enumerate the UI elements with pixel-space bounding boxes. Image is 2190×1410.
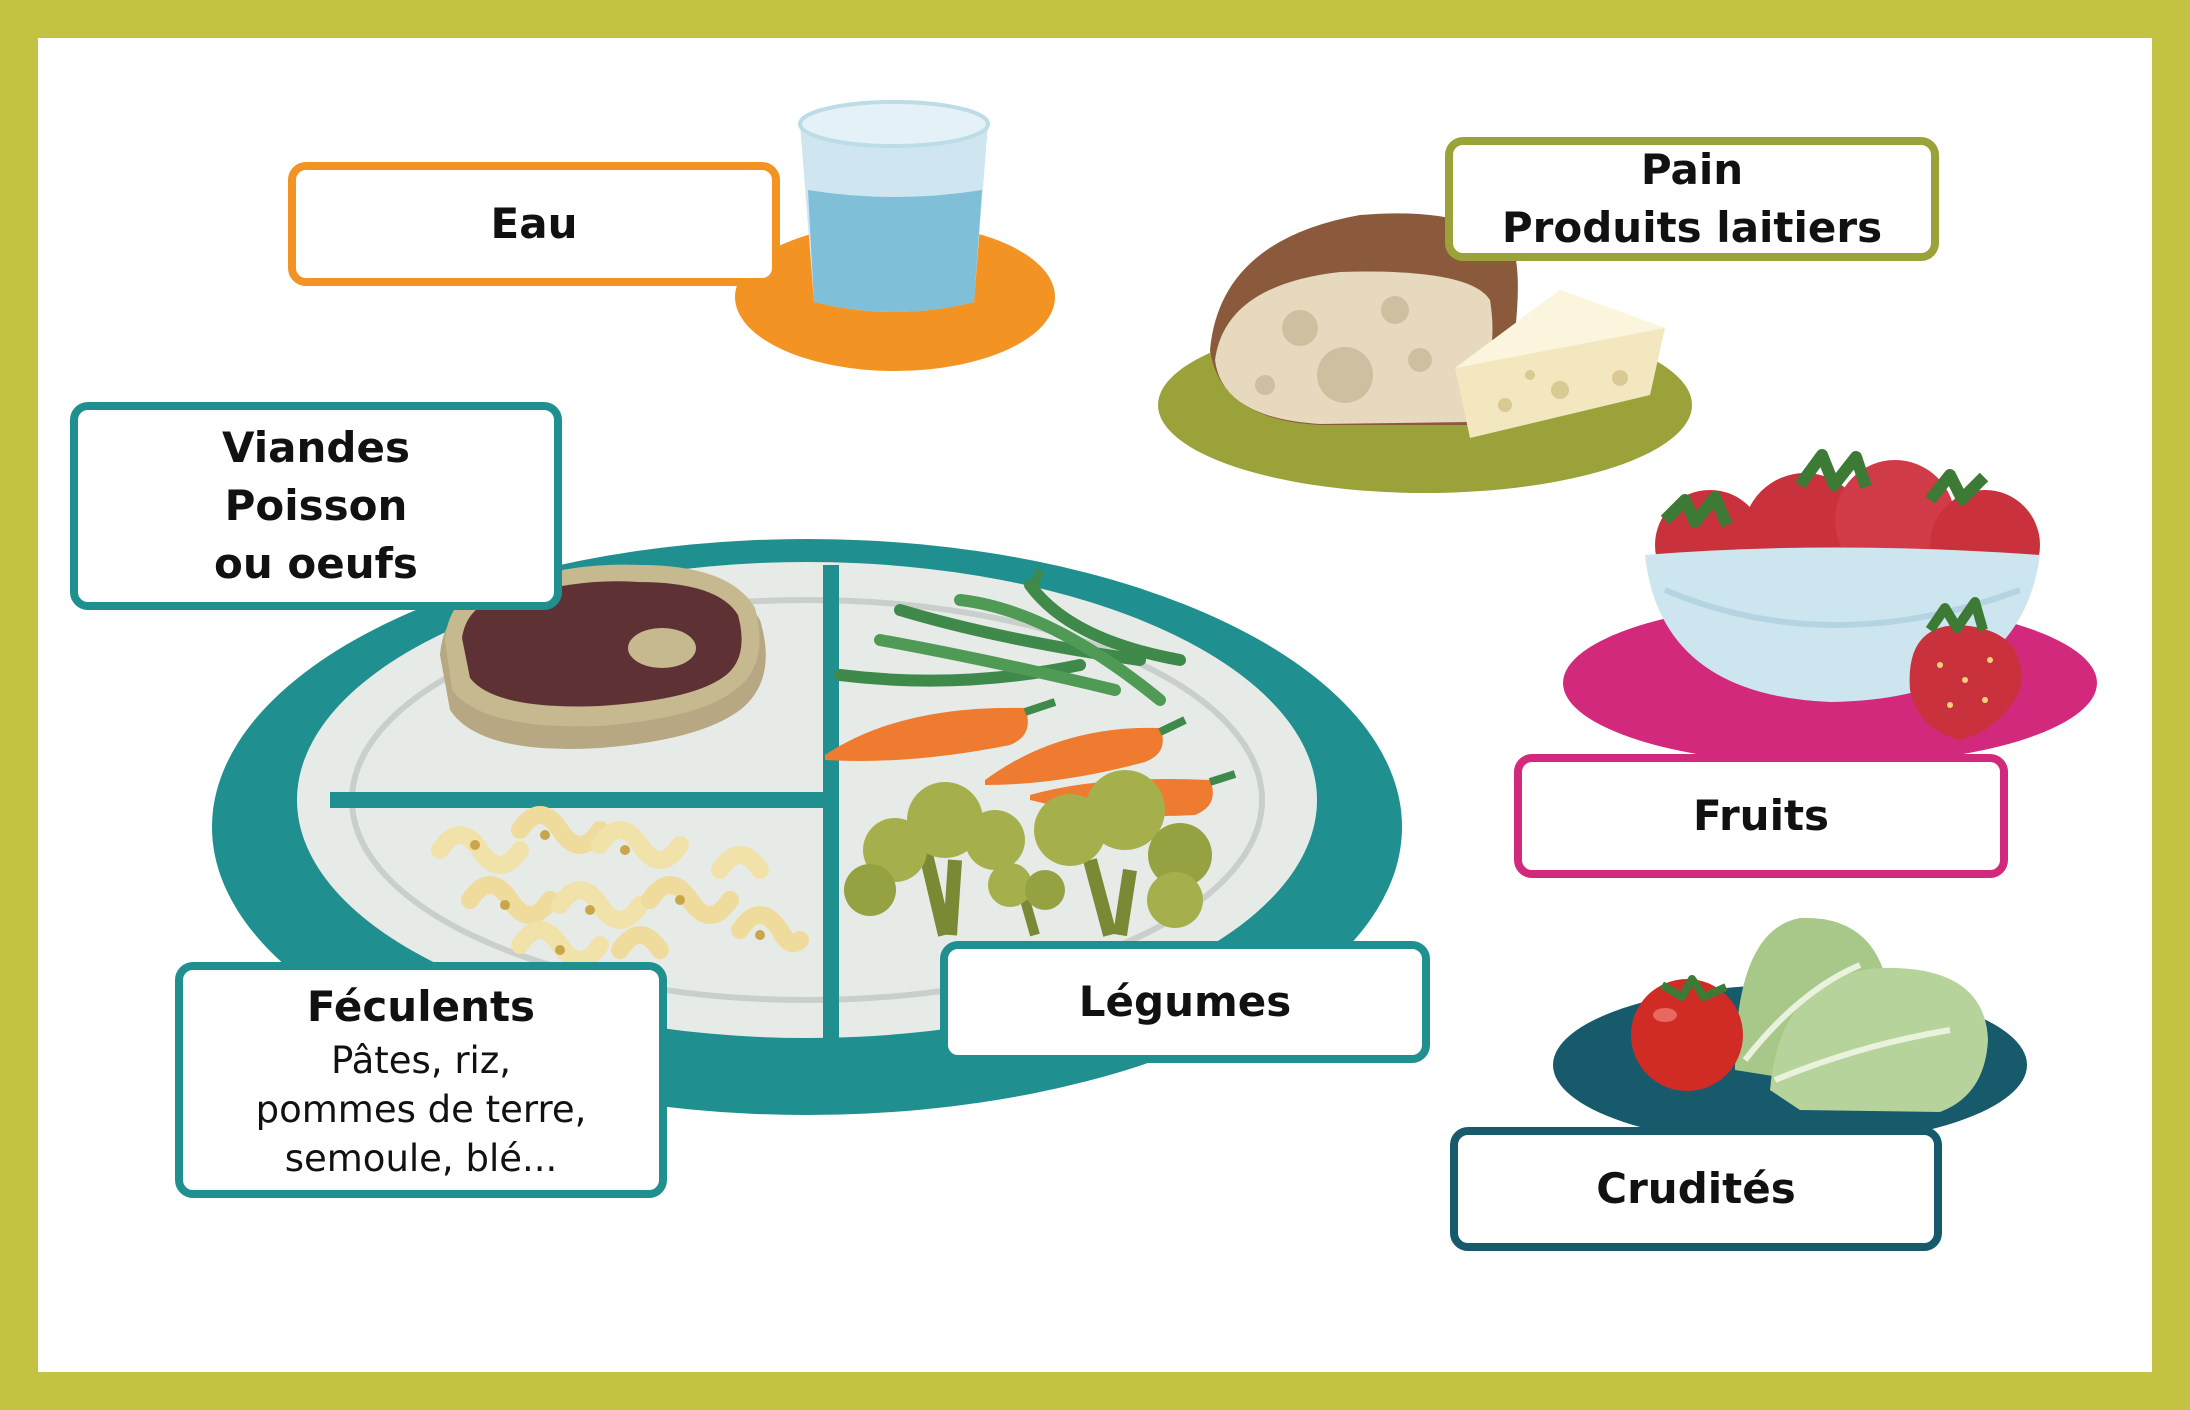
label-fruits-text: Fruits bbox=[1692, 791, 1830, 840]
label-crudites: Crudités bbox=[1450, 1127, 1942, 1251]
label-pain-line-1: Pain bbox=[1640, 145, 1744, 194]
broccoli-icon bbox=[844, 770, 1212, 937]
label-pain-line-2: Produits laitiers bbox=[1501, 203, 1883, 252]
tomato-icon bbox=[1631, 975, 1743, 1091]
label-viandes-line-3: ou oeufs bbox=[214, 539, 418, 588]
label-feculents: Féculents Pâtes, riz, pommes de terre, s… bbox=[175, 962, 667, 1198]
label-feculents-line-1: Pâtes, riz, bbox=[330, 1038, 512, 1082]
label-pain-produits-laitiers: Pain Produits laitiers bbox=[1445, 137, 1939, 261]
label-eau: Eau bbox=[288, 162, 780, 286]
label-feculents-line-2: pommes de terre, bbox=[255, 1087, 587, 1131]
label-viandes-line-2: Poisson bbox=[224, 481, 408, 530]
cheese-icon bbox=[1455, 290, 1665, 438]
label-legumes-text: Légumes bbox=[1078, 977, 1292, 1026]
lettuce-icon bbox=[1735, 917, 1988, 1112]
label-eau-text: Eau bbox=[490, 199, 578, 248]
pasta-icon bbox=[431, 806, 809, 969]
glass-of-water-icon bbox=[735, 100, 1055, 371]
label-viandes-line-1: Viandes bbox=[222, 423, 410, 472]
label-viandes-poisson-oeufs: Viandes Poisson ou oeufs bbox=[70, 402, 562, 610]
label-legumes: Légumes bbox=[940, 941, 1430, 1063]
strawberry-bowl-icon bbox=[1563, 449, 2097, 765]
bread-icon bbox=[1210, 213, 1518, 425]
label-feculents-line-3: semoule, blé... bbox=[284, 1136, 558, 1180]
label-crudites-text: Crudités bbox=[1596, 1164, 1796, 1213]
strawberry-icon bbox=[1909, 597, 2022, 740]
green-beans-icon bbox=[834, 568, 1186, 706]
label-fruits: Fruits bbox=[1514, 754, 2008, 878]
label-feculents-title: Féculents bbox=[306, 981, 536, 1031]
